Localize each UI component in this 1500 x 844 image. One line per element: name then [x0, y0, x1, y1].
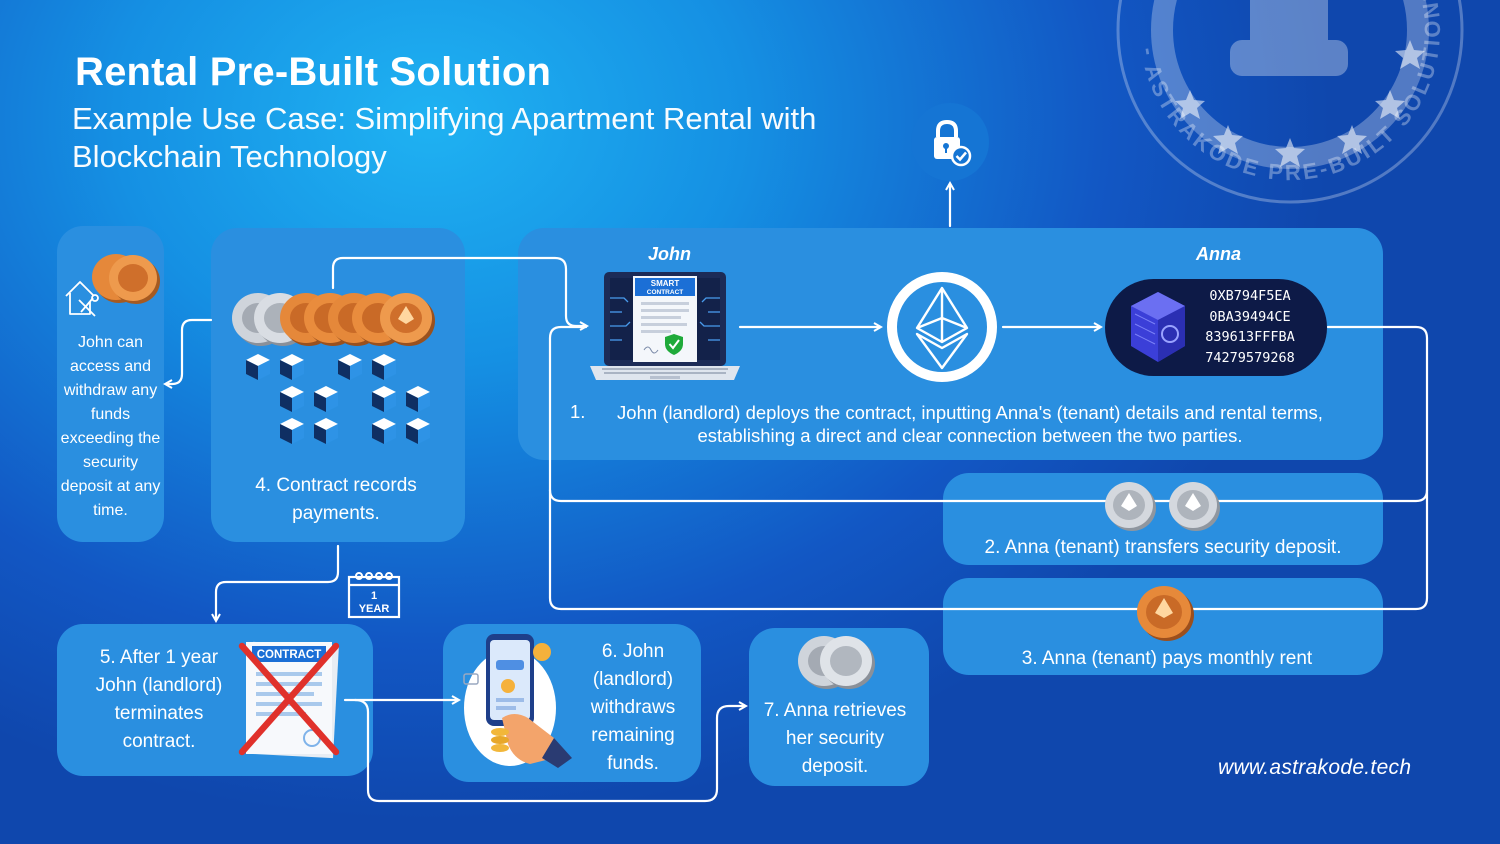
- step-4-text: 4. Contract records payments.: [255, 475, 417, 524]
- laptop-screen-label-2: CONTRACT: [647, 289, 683, 296]
- step-2-panel: [943, 473, 1383, 565]
- wallet-address-line: 839613FFFBA: [1205, 329, 1295, 345]
- step-1-text: John (landlord) deploys the contract, in…: [617, 402, 1323, 446]
- tenant-name-label: Anna: [1196, 244, 1241, 264]
- contract-doc-label: CONTRACT: [257, 649, 322, 661]
- wallet-address-line: 0BA39494CE: [1209, 308, 1291, 325]
- step-7-text: 7. Anna retrieves her security deposit.: [763, 700, 907, 777]
- calendar-icon: 1 YEAR: [347, 572, 401, 619]
- coin-stack-icon: [798, 636, 875, 689]
- blockchain-cubes-icon: [246, 354, 430, 444]
- seal-stamp-icon: - ASTRAKODE PRE-BUILT SOLUTIONS - RENTAL…: [1116, 0, 1464, 204]
- step-6-text: 6. John (landlord) withdraws remaining f…: [590, 641, 676, 774]
- step-3-text: 3. Anna (tenant) pays monthly rent: [1021, 648, 1313, 669]
- calendar-number: 1: [371, 590, 377, 602]
- step-2-text: 2. Anna (tenant) transfers security depo…: [984, 537, 1342, 558]
- step-4-panel: [211, 228, 465, 542]
- crossed-contract-icon: CONTRACT: [238, 641, 340, 759]
- coin-stack-icon: [232, 293, 435, 346]
- footer-url[interactable]: www.astrakode.tech: [1218, 756, 1412, 779]
- wallet-address-text: 0XB794F5EA 0BA39494CE 839613FFFBA 742795…: [1185, 286, 1315, 368]
- page-subtitle: Example Use Case: Simplifying Apartment …: [72, 101, 817, 174]
- vault-icon: [1131, 292, 1185, 362]
- wallet-address-line: 0XB794F5EA: [1209, 288, 1291, 304]
- phone-payment-icon: [463, 634, 572, 768]
- page-title: Rental Pre-Built Solution: [75, 50, 552, 94]
- coin-stack-icon: [1105, 482, 1220, 531]
- coin-stack-icon: [92, 254, 160, 304]
- side-note-text: John can access and withdraw any funds e…: [60, 334, 161, 519]
- coin-stack-icon: [1137, 586, 1194, 641]
- step-1-number: 1.: [570, 401, 586, 422]
- laptop-screen-label-1: SMART: [651, 279, 680, 288]
- step-5-text: 5. After 1 year John (landlord) terminat…: [95, 647, 223, 752]
- landlord-name-label: John: [648, 244, 691, 264]
- ethereum-icon: [887, 272, 997, 382]
- house-tools-icon: [65, 281, 99, 317]
- laptop-smart-contract-icon: SMART CONTRACT: [590, 272, 740, 380]
- calendar-unit: YEAR: [359, 603, 390, 615]
- wallet-address-line: 74279579268: [1205, 349, 1295, 366]
- lock-check-icon: [911, 103, 989, 181]
